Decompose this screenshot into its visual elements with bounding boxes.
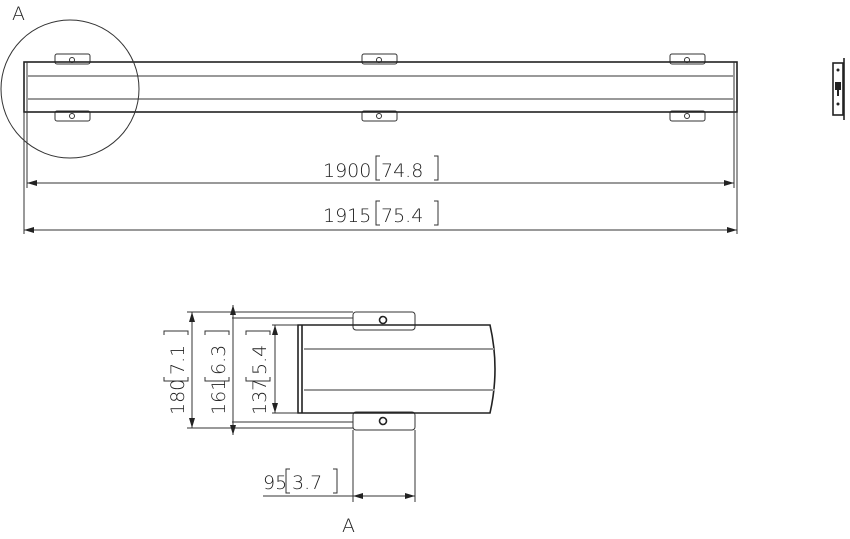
dim-95-label: 95 3.7 xyxy=(263,468,338,494)
svg-text:6.3: 6.3 xyxy=(208,345,230,375)
detail-circle xyxy=(0,19,140,159)
svg-text:3.7: 3.7 xyxy=(292,472,322,494)
detail-label-a-bottom: A xyxy=(342,515,355,537)
rail-top-view xyxy=(23,53,738,122)
svg-text:137: 137 xyxy=(249,379,271,415)
svg-text:1915: 1915 xyxy=(323,205,371,227)
svg-text:1900: 1900 xyxy=(323,160,371,182)
dim-1900-label: 1900 74.8 xyxy=(323,155,439,182)
dim-137-label: 137 5.4 xyxy=(245,330,271,415)
brackets xyxy=(54,53,706,122)
svg-text:74.8: 74.8 xyxy=(381,160,423,182)
dim-1915-label: 1915 75.4 xyxy=(323,200,439,227)
svg-text:5.4: 5.4 xyxy=(249,345,271,375)
dim-161-label: 161 6.3 xyxy=(204,330,230,415)
detail-label-a-top: A xyxy=(12,3,25,25)
dim-180-label: 180 7.1 xyxy=(163,330,189,415)
rail-detail-view xyxy=(297,311,496,431)
svg-text:180: 180 xyxy=(167,379,189,415)
svg-text:7.1: 7.1 xyxy=(167,345,189,375)
svg-text:95: 95 xyxy=(263,472,287,494)
svg-text:75.4: 75.4 xyxy=(381,205,423,227)
rail-side-view xyxy=(832,58,845,120)
svg-text:161: 161 xyxy=(208,379,230,415)
